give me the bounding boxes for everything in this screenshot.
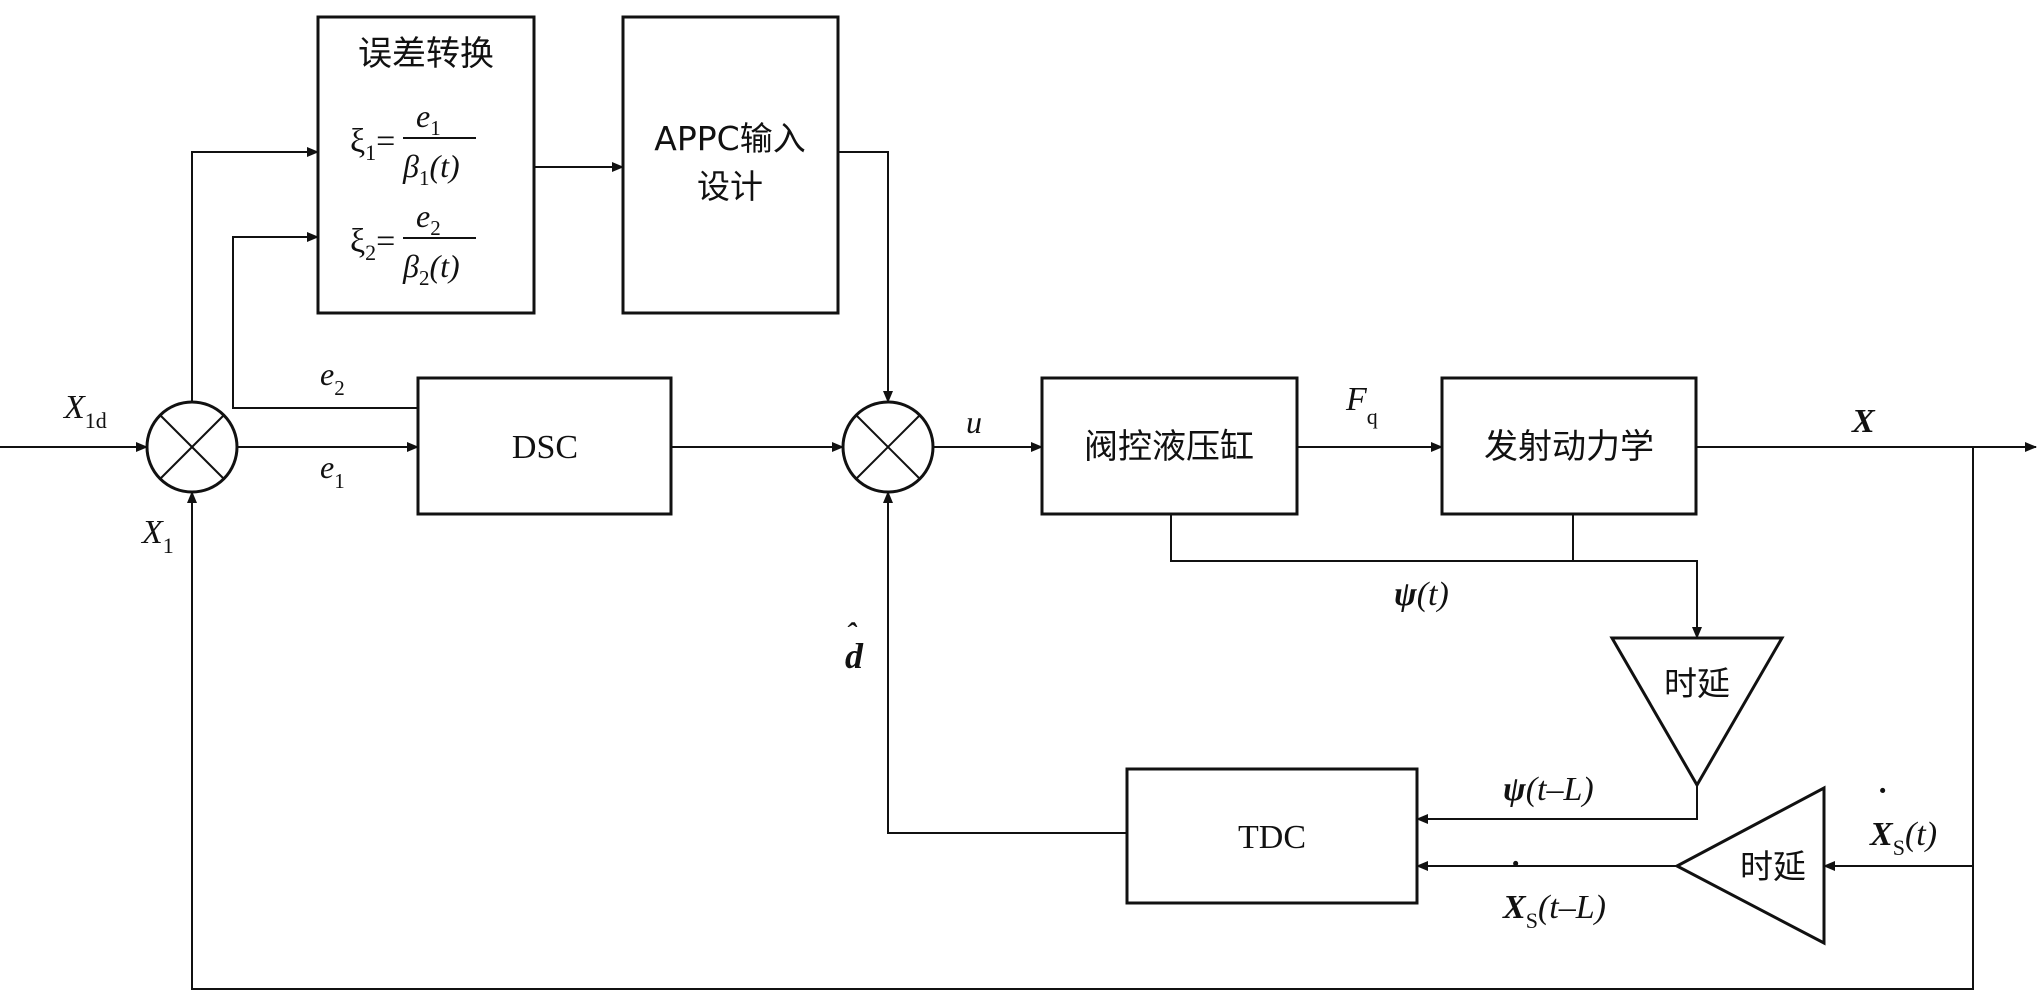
signal-label-x: X xyxy=(1851,403,1876,440)
xi2-numerator: e xyxy=(416,198,430,234)
signal-label-x1d: X1d xyxy=(62,389,107,433)
time-delay-block-psi: 时延 xyxy=(1609,636,1785,788)
xi2-symbol: ξ xyxy=(350,223,365,260)
dsc-block: DSC xyxy=(416,376,673,516)
xi2-equals: = xyxy=(376,223,395,260)
tdc-block: TDC xyxy=(1125,767,1419,905)
time-delay-block-xs: 时延 xyxy=(1673,785,1826,946)
xi1-subscript: 1 xyxy=(365,140,376,165)
arrow-appc-to-junction xyxy=(838,151,893,403)
svg-text:β1(t): β1(t) xyxy=(402,148,460,190)
xi1-numerator-sub: 1 xyxy=(430,116,441,140)
xi2-equation: ξ2= e2 β2(t) xyxy=(350,198,476,290)
signal-label-psi-delayed: ψ(t–L) xyxy=(1503,771,1594,808)
valve-hydraulic-cylinder-block: 阀控液压缸 xyxy=(1040,376,1299,516)
valve-cylinder-label: 阀控液压缸 xyxy=(1084,427,1254,467)
xi1-equation: ξ1= e1 β1(t) xyxy=(350,98,476,190)
svg-text:e2: e2 xyxy=(416,198,441,240)
xi2-denominator-beta: β xyxy=(402,248,419,284)
xi1-symbol: ξ xyxy=(350,123,365,160)
signal-label-u: u xyxy=(966,404,982,440)
dsc-label: DSC xyxy=(512,429,578,466)
error-transform-block: 误差转换 ξ1= e1 β1(t) ξ2= e2 β2(t) xyxy=(316,15,536,315)
signal-label-d-hat: d xyxy=(845,636,864,676)
d-hat-accent: ˆ xyxy=(846,617,858,650)
svg-text:e1: e1 xyxy=(416,98,441,140)
psi-bus-from-valve xyxy=(1170,514,1702,639)
appc-label-line2: 设计 xyxy=(697,167,763,206)
signal-label-fq: Fq xyxy=(1345,381,1378,429)
xi2-denominator-sub: 2 xyxy=(419,266,430,290)
feedback-x-to-error-junction xyxy=(187,447,1974,990)
time-delay-label-1: 时延 xyxy=(1664,664,1730,703)
arrow-e2-to-error-transform xyxy=(232,232,418,409)
svg-text:β2(t): β2(t) xyxy=(402,248,460,290)
appc-label-line1: APPC输入 xyxy=(654,119,805,158)
signal-label-x1: X1 xyxy=(140,514,174,558)
xi2-numerator-sub: 2 xyxy=(430,216,441,240)
xi1-equals: = xyxy=(376,123,395,160)
svg-text:ξ2=: ξ2= xyxy=(350,223,395,265)
xi1-denominator-arg: (t) xyxy=(429,148,459,184)
xi1-denominator-sub: 1 xyxy=(419,166,430,190)
signal-label-e2: e2 xyxy=(320,356,345,400)
xi2-denominator-arg: (t) xyxy=(429,248,459,284)
tdc-label: TDC xyxy=(1238,819,1306,856)
launch-dynamics-label: 发射动力学 xyxy=(1484,427,1654,467)
xi1-numerator: e xyxy=(416,98,430,134)
xs-dot-accent: ˙ xyxy=(1875,783,1886,820)
signal-label-xs: XS(t) xyxy=(1869,816,1937,860)
signal-label-psi: ψ(t) xyxy=(1394,576,1449,613)
arrow-psi-delayed-to-tdc xyxy=(1416,785,1698,824)
arrow-e1-to-error-transform xyxy=(191,147,319,402)
launch-dynamics-block: 发射动力学 xyxy=(1440,376,1698,516)
summing-junction-control xyxy=(841,400,935,494)
xi1-denominator-beta: β xyxy=(402,148,419,184)
xs-delayed-dot-accent: ˙ xyxy=(1508,856,1519,893)
time-delay-label-2: 时延 xyxy=(1740,847,1806,886)
appc-input-design-block: APPC输入 设计 xyxy=(621,15,840,315)
signal-label-e1: e1 xyxy=(320,449,345,493)
xi2-subscript: 2 xyxy=(365,240,376,265)
summing-junction-error xyxy=(145,400,239,494)
svg-text:ξ1=: ξ1= xyxy=(350,123,395,165)
error-transform-title: 误差转换 xyxy=(358,34,494,74)
arrow-dhat-to-junction xyxy=(883,491,1127,834)
signal-label-xs-delayed: XS(t–L) xyxy=(1502,889,1606,933)
